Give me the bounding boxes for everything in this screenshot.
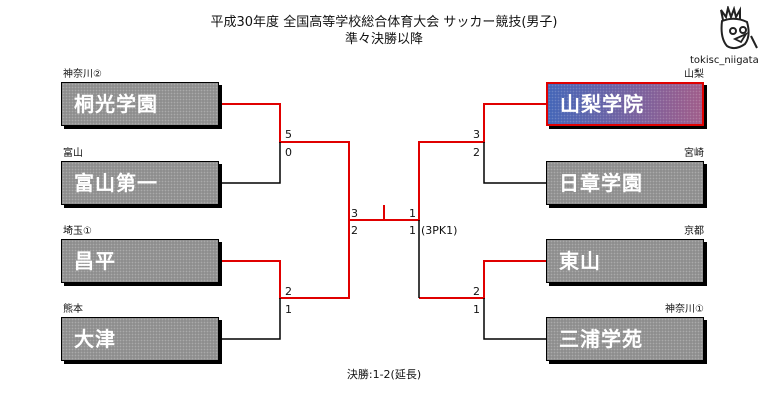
- region-left-2: 富山: [63, 148, 83, 159]
- credit-text: tokisc_niigata: [690, 55, 759, 66]
- score-qf-right-bottom-2: 1: [473, 303, 480, 316]
- team-right-2: 日章学園: [546, 161, 704, 205]
- title-line-2: 準々決勝以降: [344, 32, 423, 47]
- line-left-bottom-loser: [221, 298, 281, 340]
- team-left-4: 大津: [61, 317, 219, 361]
- score-qf-right-top-1: 3: [473, 128, 480, 141]
- score-qf-left-bottom-2: 1: [285, 303, 292, 316]
- line-right-bottom-loser: [483, 298, 547, 340]
- region-left-3: 埼玉①: [63, 226, 92, 237]
- score-sf-right-1: 1: [409, 207, 416, 220]
- score-sf-right-pk: (3PK1): [421, 224, 458, 237]
- region-right-1: 山梨: [684, 69, 704, 80]
- team-left-2: 富山第一: [61, 161, 219, 205]
- region-right-2: 宮崎: [684, 148, 704, 159]
- region-right-3: 京都: [684, 226, 704, 237]
- score-sf-left-2: 2: [351, 224, 358, 237]
- line-right-top-loser: [483, 142, 547, 184]
- page-title: 平成30年度 全国高等学校総合体育大会 サッカー競技(男子) 準々決勝以降: [0, 14, 768, 48]
- region-right-4: 神奈川①: [665, 304, 704, 315]
- region-left-1: 神奈川②: [63, 69, 102, 80]
- score-qf-right-top-2: 2: [473, 146, 480, 159]
- score-qf-left-bottom-1: 2: [285, 285, 292, 298]
- team-left-1: 桐光学園: [61, 82, 219, 126]
- score-sf-left-1: 3: [351, 207, 358, 220]
- region-left-4: 熊本: [63, 304, 83, 315]
- score-qf-left-top-1: 5: [285, 128, 292, 141]
- line-left-top-loser: [221, 142, 281, 184]
- line-right-bottom-winner: [419, 260, 547, 299]
- score-sf-right-2: 1: [409, 224, 416, 237]
- line-left-top-winner: [221, 103, 384, 221]
- score-qf-left-top-2: 0: [285, 146, 292, 159]
- team-right-4: 三浦学苑: [546, 317, 704, 361]
- team-right-1-champion: 山梨学院: [546, 82, 704, 126]
- team-right-3: 東山: [546, 239, 704, 283]
- score-qf-right-bottom-1: 2: [473, 285, 480, 298]
- team-left-3: 昌平: [61, 239, 219, 283]
- bird-mascot-icon: [720, 6, 758, 50]
- line-right-top-winner: [384, 103, 547, 221]
- title-line-1: 平成30年度 全国高等学校総合体育大会 サッカー競技(男子): [210, 15, 558, 30]
- final-result: 決勝:1-2(延長): [346, 368, 422, 381]
